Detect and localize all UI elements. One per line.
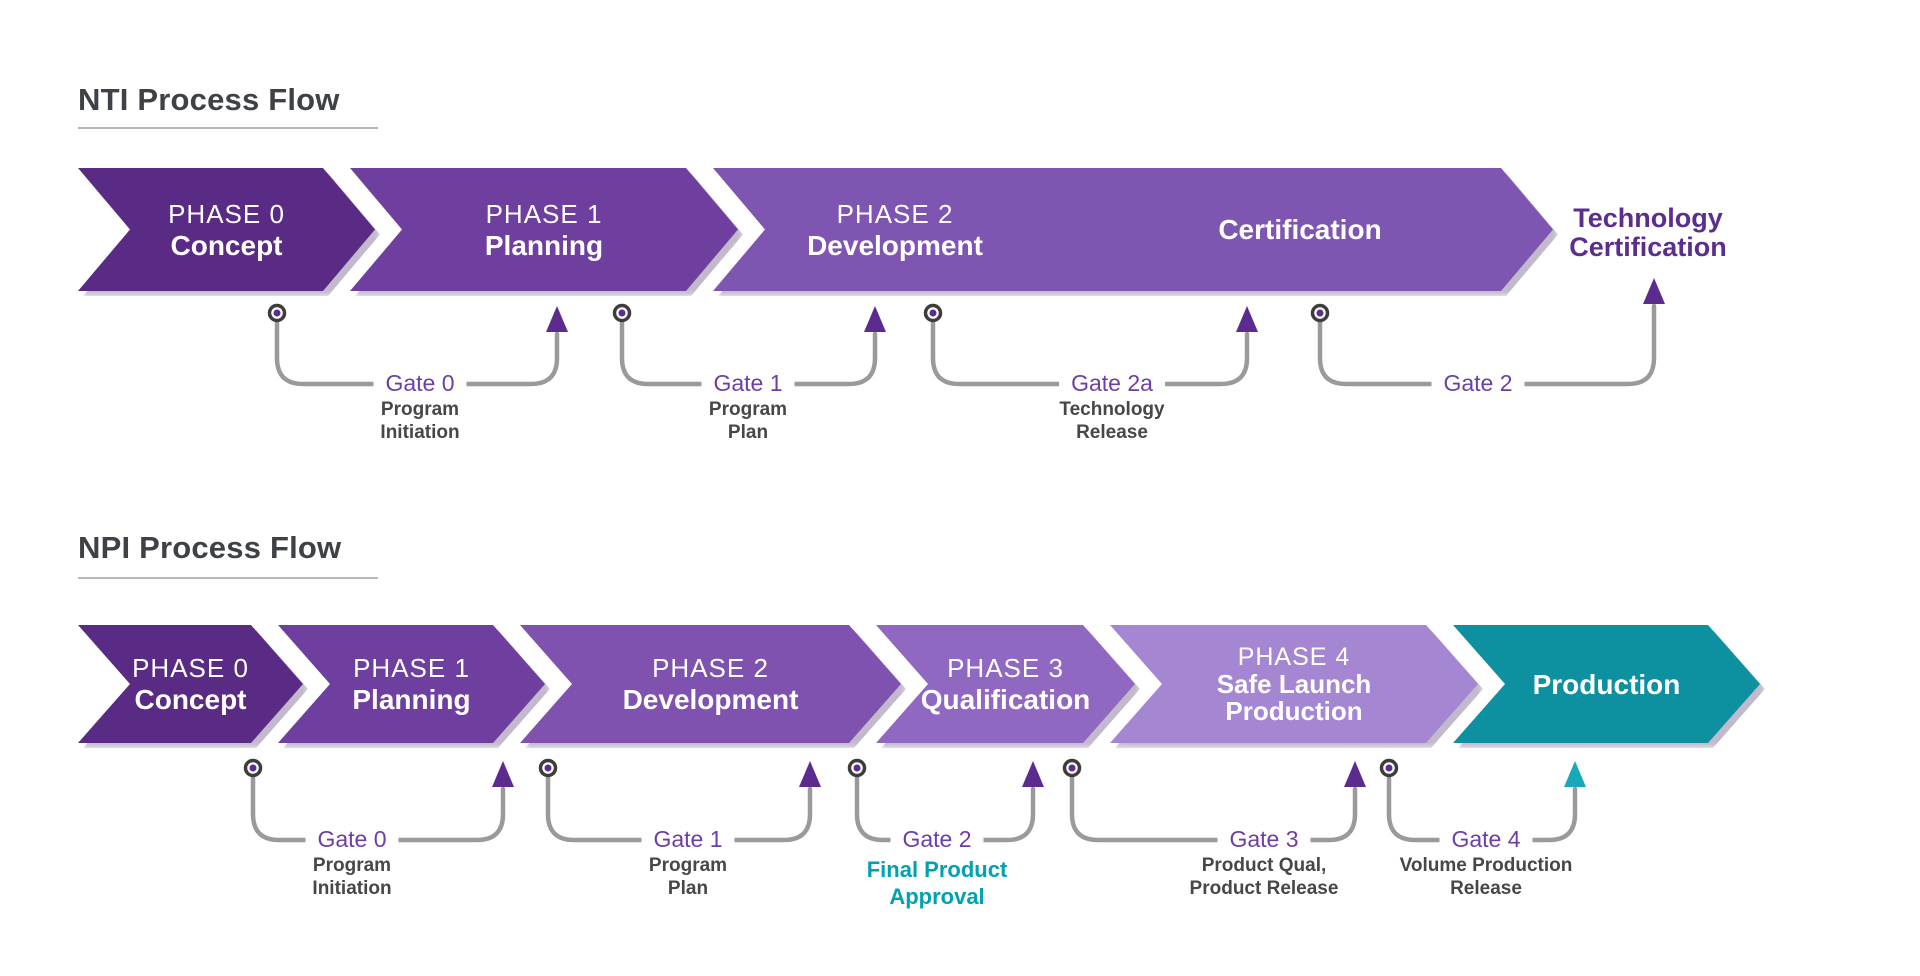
nti-gate0-marker-icon — [267, 303, 287, 323]
nti-gate1-sublabel: Program Plan — [709, 398, 787, 444]
npi-arrow-row: PHASE 0 Concept PHASE 1 Planning PHASE 2… — [0, 625, 1920, 743]
npi-gate2-label: Gate 2 — [890, 824, 984, 854]
nti-gate1-label: Gate 1 — [701, 368, 795, 398]
phase-name: Concept — [170, 229, 283, 261]
phase-number: PHASE 4 — [1237, 642, 1351, 671]
sub-line1: Program — [648, 855, 728, 876]
npi-gate1-sublabel: Program Plan — [649, 854, 727, 900]
phase-number: PHASE 0 — [132, 653, 249, 683]
nti-gate1-uparrow-icon — [864, 306, 886, 332]
phase-name: Qualification — [920, 684, 1091, 715]
npi-phase2-arrow: PHASE 2 Development — [520, 625, 901, 743]
sub-line1: Technology — [1059, 399, 1165, 420]
npi-title-underline — [78, 577, 378, 579]
terminal-line2: Certification — [1569, 232, 1727, 262]
sub-line1: Volume Production — [1399, 855, 1573, 876]
npi-flow-title: NPI Process Flow — [78, 530, 342, 565]
npi-gate0-uparrow-icon — [492, 761, 514, 787]
sub-line2: Initiation — [380, 422, 460, 443]
sub-line2: Release — [1450, 878, 1522, 899]
sub-line1: Program — [708, 399, 788, 420]
phase-name: Planning — [484, 229, 604, 261]
phase-name: Development — [622, 684, 799, 715]
nti-phase2-arrow: PHASE 2 Development Certification — [713, 168, 1553, 291]
phase-name: Concept — [134, 684, 247, 715]
sub-line2: Initiation — [312, 878, 392, 899]
nti-phase1-arrow: PHASE 1 Planning — [350, 168, 738, 291]
nti-gate2-label: Gate 2 — [1431, 368, 1525, 398]
nti-gate2a-marker-icon — [923, 303, 943, 323]
sub-line1: Product Qual, — [1201, 855, 1327, 876]
phase-name: Planning — [352, 684, 471, 715]
phase-number: PHASE 2 — [836, 198, 954, 229]
phase-number: PHASE 1 — [485, 198, 603, 229]
nti-gate2-uparrow-icon — [1643, 278, 1665, 304]
nti-title-underline — [78, 127, 378, 129]
npi-gate4-uparrow-icon — [1564, 761, 1586, 787]
gate-marker-dot — [1316, 309, 1324, 317]
npi-gate1-marker-icon — [538, 758, 558, 778]
npi-gate1-label: Gate 1 — [641, 824, 735, 854]
gate-marker-dot — [853, 764, 861, 772]
nti-phase0-arrow: PHASE 0 Concept — [78, 168, 375, 291]
npi-gate0-label: Gate 0 — [305, 824, 399, 854]
phase-name-line2: Production — [1225, 695, 1363, 726]
npi-gate4-marker-icon — [1379, 758, 1399, 778]
sub-line1: Final Product — [866, 857, 1008, 882]
gate-marker-dot — [249, 764, 257, 772]
terminal-line1: Technology — [1573, 203, 1723, 233]
npi-gate4-sublabel: Volume Production Release — [1400, 854, 1573, 900]
gate-marker-dot — [1068, 764, 1076, 772]
nti-gate1-marker-icon — [612, 303, 632, 323]
npi-gate4-label: Gate 4 — [1439, 824, 1533, 854]
phase-name: Safe Launch — [1216, 668, 1372, 699]
phase-number: PHASE 0 — [168, 198, 285, 229]
phase-number: PHASE 3 — [947, 653, 1064, 683]
sub-line1: Program — [380, 399, 460, 420]
sub-line1: Program — [312, 855, 392, 876]
sub-line2: Approval — [889, 884, 985, 909]
nti-gate2a-sublabel: Technology Release — [1059, 398, 1164, 444]
nti-arrow-row: PHASE 0 Concept PHASE 1 Planning PHASE 2… — [0, 168, 1920, 291]
sub-line2: Release — [1076, 422, 1148, 443]
npi-gate3-wire — [1069, 775, 1358, 843]
nti-gate0-uparrow-icon — [546, 306, 568, 332]
gate-marker-dot — [1385, 764, 1393, 772]
gate-marker-dot — [929, 309, 937, 317]
certification-label-stack: Certification — [1218, 168, 1381, 291]
npi-gate3-label: Gate 3 — [1217, 824, 1311, 854]
phase2-label-stack: PHASE 2 Development — [807, 168, 983, 291]
npi-phase1-arrow: PHASE 1 Planning — [278, 625, 545, 743]
sub-line2: Product Release — [1189, 878, 1339, 899]
npi-gate2-marker-icon — [847, 758, 867, 778]
sub-line2: Plan — [667, 878, 709, 899]
phase-name: Certification — [1218, 214, 1382, 245]
npi-gate2-uparrow-icon — [1022, 761, 1044, 787]
npi-gate3-marker-icon — [1062, 758, 1082, 778]
nti-gate2-marker-icon — [1310, 303, 1330, 323]
phase-name: Production — [1532, 668, 1681, 700]
gate-marker-dot — [273, 309, 281, 317]
npi-phase4-arrow: PHASE 4 Safe Launch Production — [1110, 625, 1478, 743]
nti-flow-title: NTI Process Flow — [78, 82, 340, 117]
nti-terminal-label: Technology Certification — [1569, 204, 1727, 262]
npi-gate0-sublabel: Program Initiation — [312, 854, 391, 900]
npi-gate3-uparrow-icon — [1344, 761, 1366, 787]
sub-line2: Plan — [727, 422, 769, 443]
nti-gate2a-uparrow-icon — [1236, 306, 1258, 332]
npi-gate3-sublabel: Product Qual, Product Release — [1190, 854, 1339, 900]
nti-gate0-label: Gate 0 — [373, 368, 467, 398]
phase-name: Development — [807, 229, 983, 261]
gate-marker-dot — [544, 764, 552, 772]
nti-gate0-sublabel: Program Initiation — [380, 398, 459, 444]
phase-number: PHASE 2 — [652, 653, 769, 683]
phase-number: PHASE 1 — [353, 653, 470, 683]
nti-gate2a-label: Gate 2a — [1059, 368, 1165, 398]
gate-marker-dot — [618, 309, 626, 317]
npi-gate2-sublabel-highlight: Final Product Approval — [867, 856, 1008, 910]
npi-gate1-uparrow-icon — [799, 761, 821, 787]
npi-gate0-marker-icon — [243, 758, 263, 778]
